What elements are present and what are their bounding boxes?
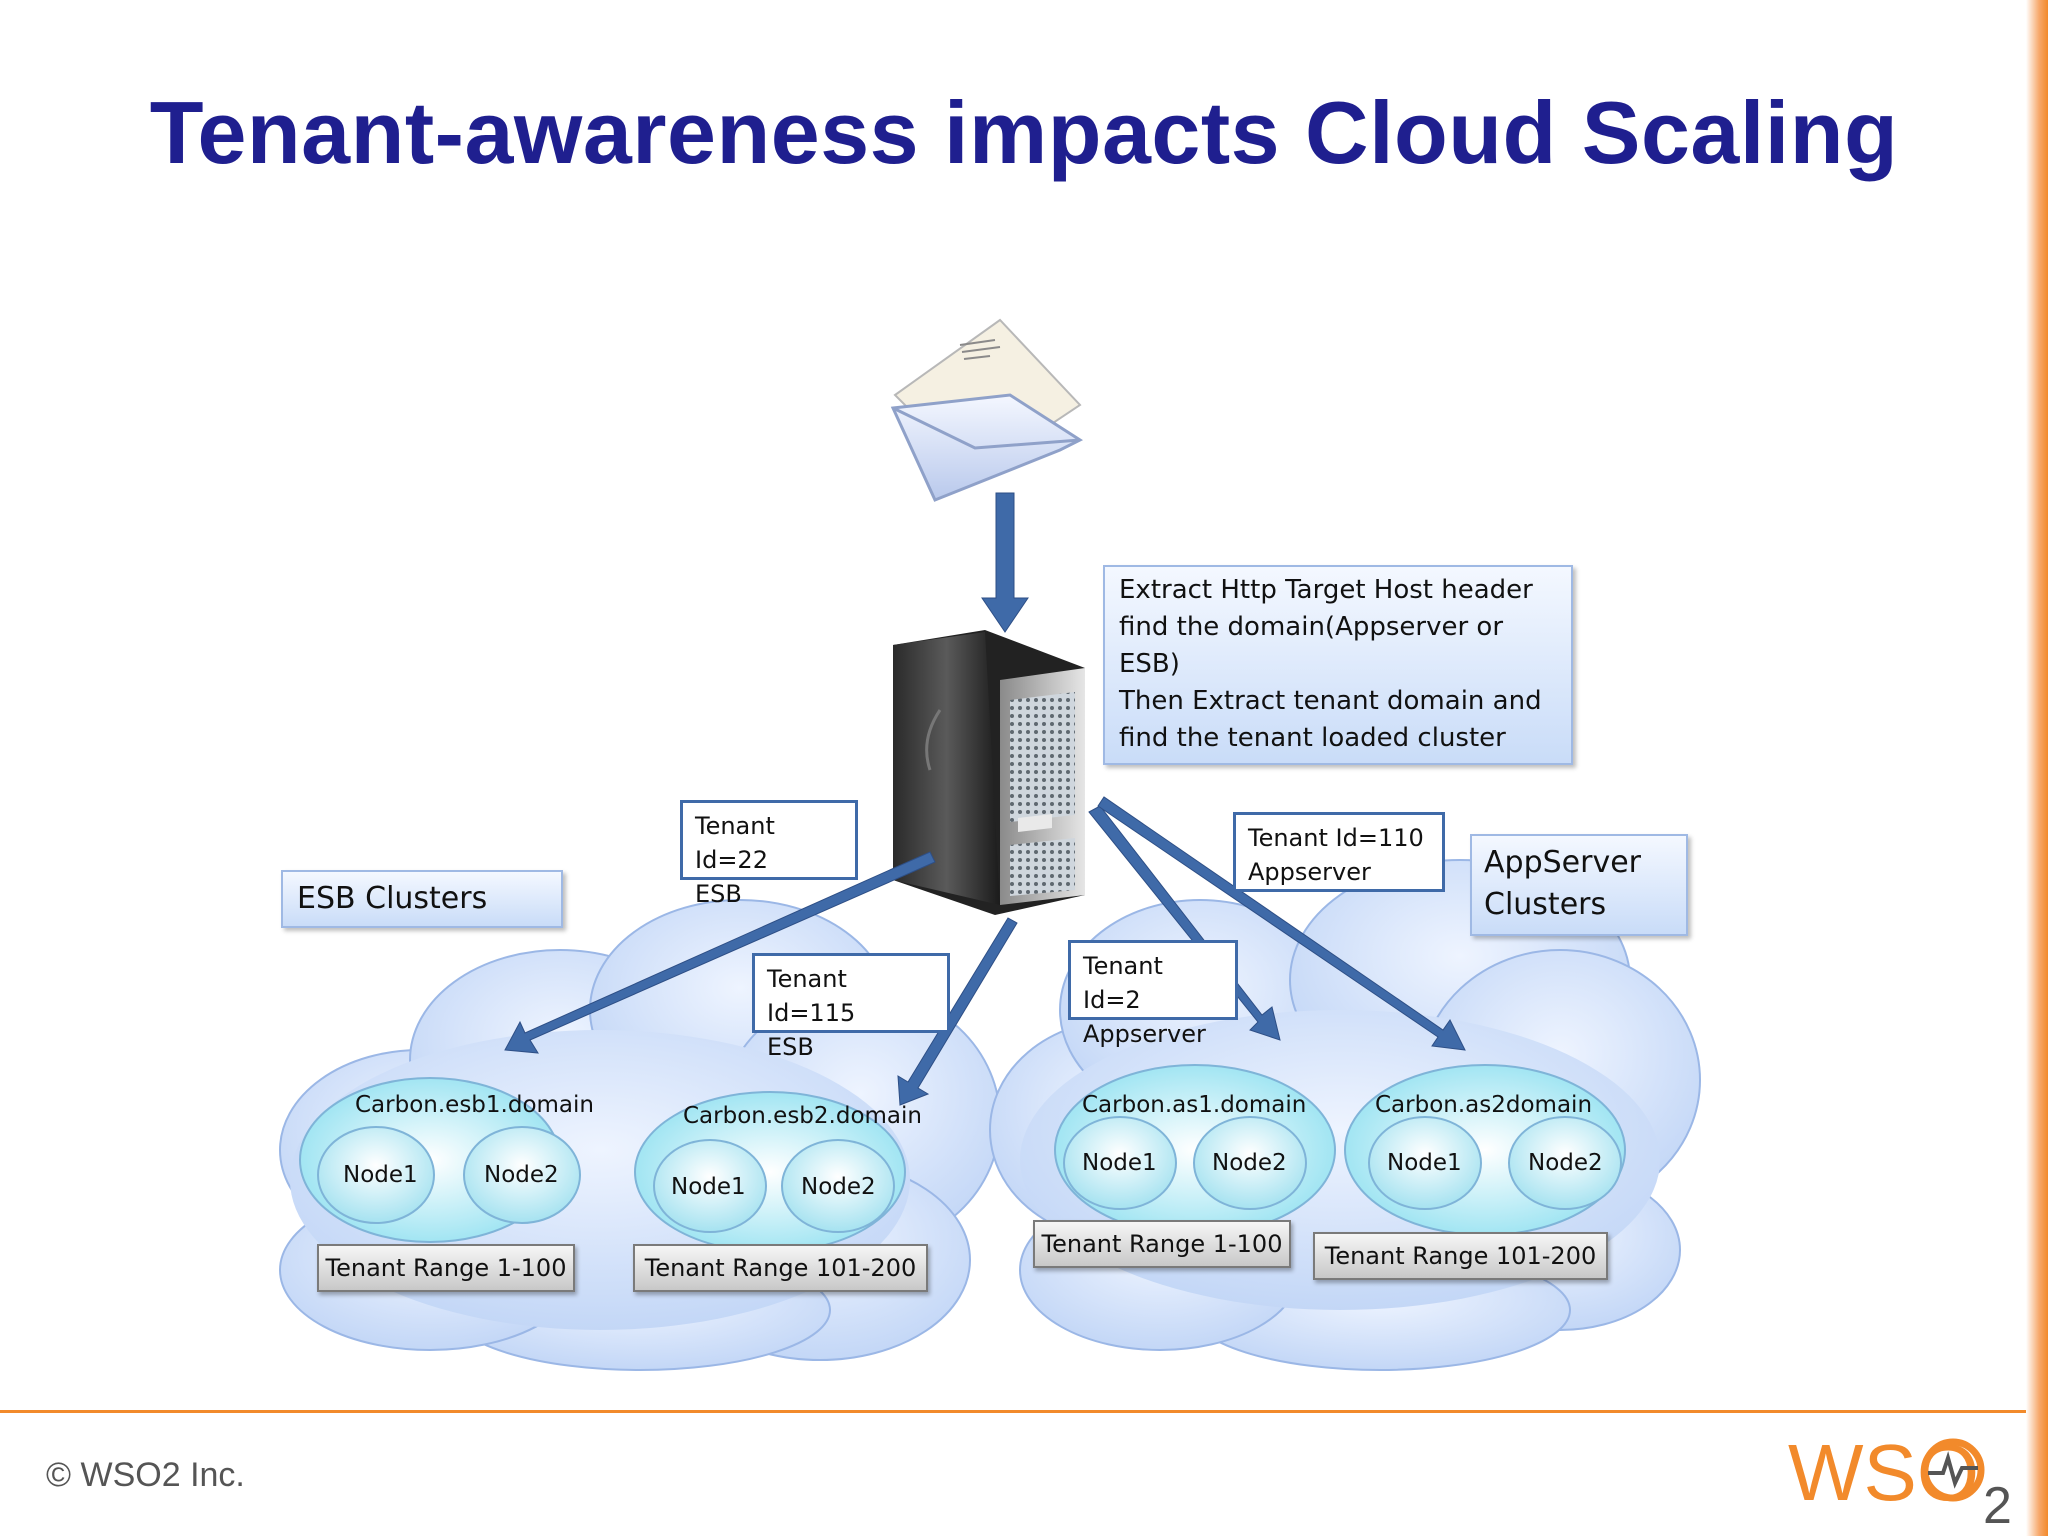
node2-label-esb1: Node2: [484, 1162, 559, 1188]
node2-label-as1: Node2: [1212, 1150, 1287, 1176]
tenant-range-esb1: Tenant Range 1-100: [317, 1244, 575, 1292]
node1-esb2: [653, 1139, 767, 1233]
node1-as2: [1368, 1116, 1482, 1210]
tenant-range-esb2: Tenant Range 101-200: [633, 1244, 928, 1292]
envelope-icon: [890, 318, 1084, 502]
domain-label-esb2: Carbon.esb2.domain: [683, 1103, 922, 1129]
esb-clusters-label: ESB Clusters: [281, 870, 563, 928]
node1-label-esb2: Node1: [671, 1174, 746, 1200]
node2-label-as2: Node2: [1528, 1150, 1603, 1176]
tenant-tag-110: Tenant Id=110 Appserver: [1233, 812, 1445, 892]
arrow-envelope-to-server: [981, 492, 1029, 633]
node2-esb1: [463, 1126, 581, 1224]
tenant-range-as1: Tenant Range 1-100: [1033, 1220, 1291, 1268]
tenant-tag-2: Tenant Id=2 Appserver: [1068, 940, 1238, 1048]
node2-as1: [1193, 1116, 1307, 1210]
domain-label-as1: Carbon.as1.domain: [1082, 1092, 1306, 1118]
tenant-range-as2: Tenant Range 101-200: [1313, 1232, 1608, 1280]
tenant-tag-115: Tenant Id=115 ESB: [752, 953, 950, 1061]
domain-label-esb1: Carbon.esb1.domain: [355, 1092, 594, 1118]
slide-title: Tenant-awareness impacts Cloud Scaling: [149, 83, 1899, 182]
node2-as2: [1508, 1116, 1622, 1210]
node1-label-as1: Node1: [1082, 1150, 1157, 1176]
arrow-to-as2: [1097, 796, 1466, 1051]
node2-esb2: [781, 1139, 895, 1233]
node1-label-as2: Node1: [1387, 1150, 1462, 1176]
domain-label-as2: Carbon.as2domain: [1375, 1092, 1592, 1118]
node2-label-esb2: Node2: [801, 1174, 876, 1200]
server-icon: [893, 630, 1085, 915]
logo-subscript: 2: [1983, 1477, 2012, 1528]
arrow-to-esb1: [504, 851, 936, 1054]
copyright-text: © WSO2 Inc.: [46, 1456, 245, 1494]
arrow-to-esb2: [897, 917, 1018, 1106]
node1-as1: [1063, 1116, 1177, 1210]
tenant-tag-22: Tenant Id=22 ESB: [680, 800, 858, 908]
footer-divider: [0, 1410, 2026, 1413]
appserver-clusters-label: AppServer Clusters: [1470, 834, 1688, 936]
domain-esb1: [299, 1077, 581, 1243]
side-accent-bar: [2026, 0, 2048, 1536]
node1-esb1: [317, 1126, 435, 1224]
wso2-logo: WSO 2: [1788, 1428, 2018, 1535]
node1-label-esb1: Node1: [343, 1162, 418, 1188]
routing-info-box: Extract Http Target Host header find the…: [1103, 565, 1573, 765]
domain-as2: [1344, 1064, 1626, 1236]
logo-pulse-icon: [1921, 1438, 1985, 1502]
domain-as1: [1054, 1064, 1336, 1236]
